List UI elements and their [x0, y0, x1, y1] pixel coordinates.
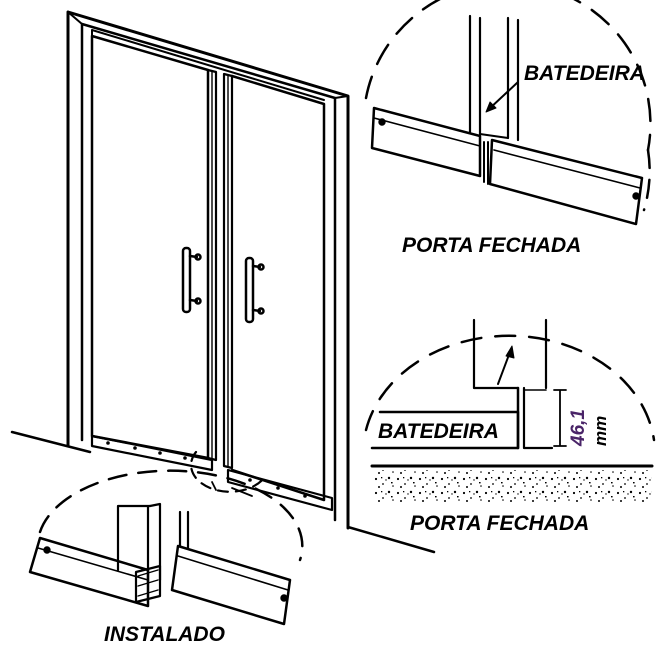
detail-closed-top	[364, 0, 652, 226]
installed-dashed-arc	[38, 469, 304, 562]
section-dashed-arc	[364, 334, 656, 442]
bottom-sill-left	[90, 434, 214, 472]
installed-sill-left	[28, 536, 150, 608]
detail-closed-section	[364, 318, 656, 509]
dimension-line	[553, 389, 567, 447]
section-porta-fechada-caption: PORTA FECHADA	[410, 512, 589, 535]
top-batedeira-label: BATEDEIRA	[524, 62, 645, 85]
top-sill-gap	[483, 141, 489, 185]
dimension-unit: mm	[591, 416, 610, 446]
left-door-handle	[181, 246, 202, 314]
installed-sill-right	[170, 544, 292, 626]
sill-screws	[106, 441, 307, 498]
main-door-assembly	[10, 10, 436, 554]
glass-panel-left	[468, 14, 482, 136]
section-glass-left	[472, 318, 520, 390]
detail-top-arc-lower	[642, 148, 651, 212]
frame-top-bevel	[67, 11, 349, 99]
strike-profile	[479, 133, 509, 139]
right-door-handle	[244, 256, 265, 324]
glass-panel-right	[506, 16, 520, 142]
section-batedeira-label: BATEDEIRA	[378, 420, 499, 443]
top-porta-fechada-caption: PORTA FECHADA	[402, 234, 581, 257]
detail-installed	[28, 469, 304, 626]
dimension-value: 46,1	[568, 409, 589, 447]
installed-caption: INSTALADO	[104, 623, 225, 646]
section-floor-fill	[372, 470, 652, 504]
right-door-stile	[222, 72, 234, 470]
detail-callout-circle	[190, 450, 266, 493]
installed-strike-block	[134, 564, 162, 604]
floor-line-right	[346, 525, 436, 554]
top-sill-right	[488, 138, 644, 226]
detail-top-dashed-arc	[364, 0, 652, 152]
top-sill-left	[370, 106, 482, 178]
callout-leader	[211, 481, 253, 497]
left-door-leaf	[90, 34, 210, 460]
right-door-leaf	[230, 74, 326, 502]
wall-floor-line	[10, 430, 92, 454]
installed-glass-right	[178, 510, 190, 550]
section-batedeira-box	[370, 410, 520, 450]
section-leader-arrow	[497, 351, 511, 385]
